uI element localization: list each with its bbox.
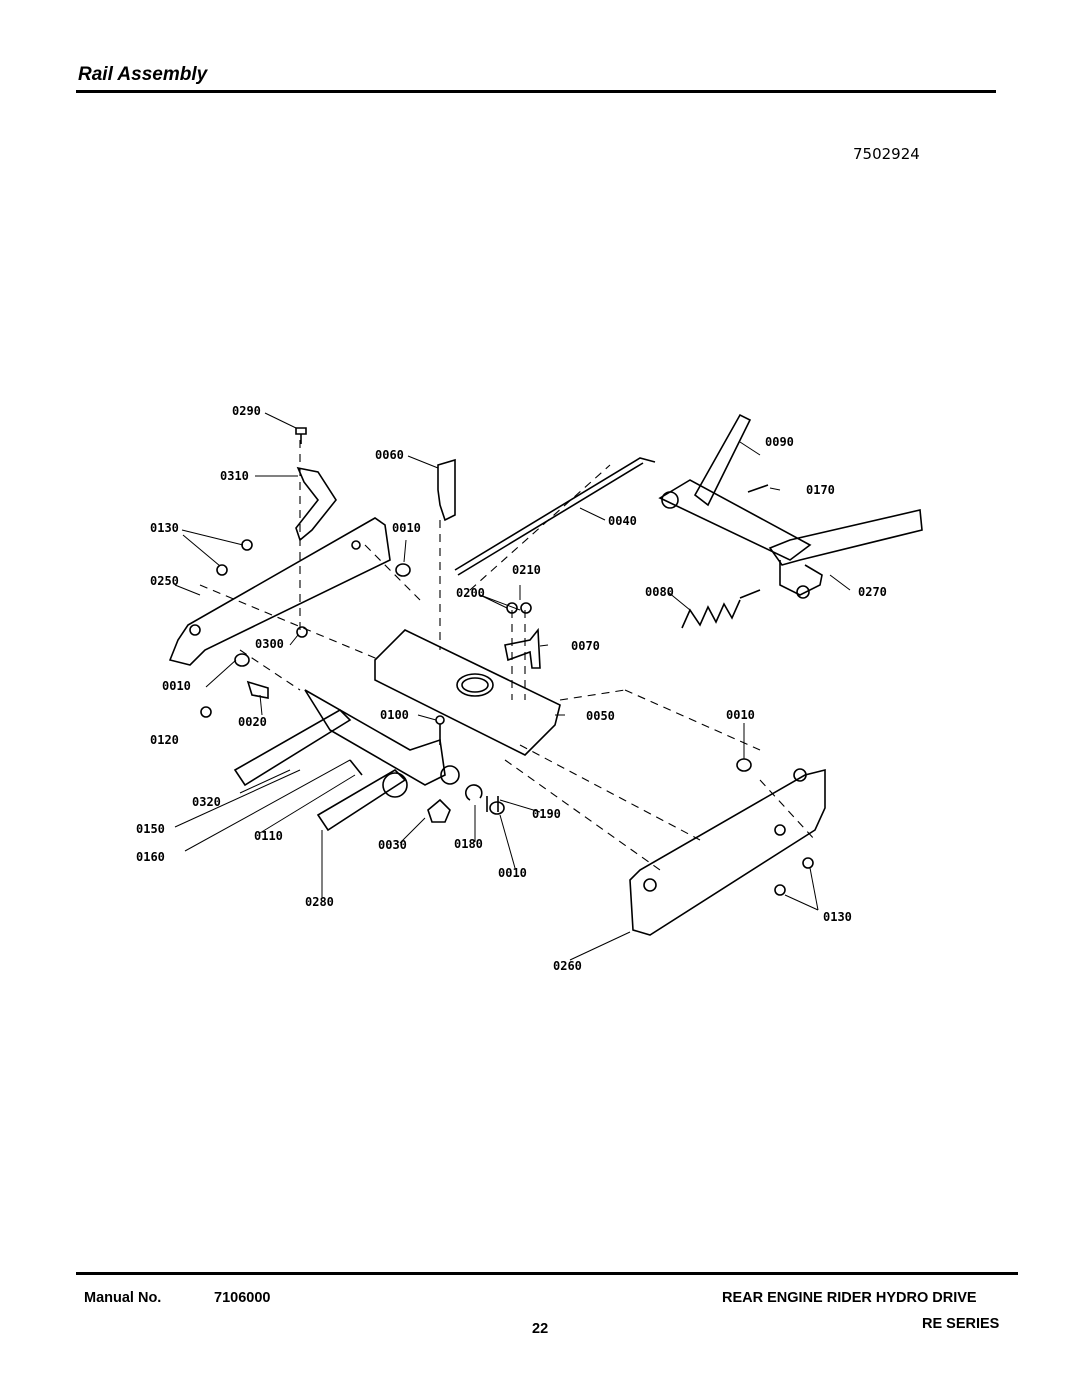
callout-0050: 0050	[586, 709, 615, 723]
callout-0040: 0040	[608, 514, 637, 528]
footer-rule	[76, 1272, 1018, 1275]
callout-0300: 0300	[255, 637, 284, 651]
callout-0080: 0080	[645, 585, 674, 599]
callout-0120: 0120	[150, 733, 179, 747]
callout-0130: 0130	[150, 521, 179, 535]
callout-0100: 0100	[380, 708, 409, 722]
callout-0210: 0210	[512, 563, 541, 577]
callout-0310: 0310	[220, 469, 249, 483]
callout-0160: 0160	[136, 850, 165, 864]
manual-number: 7106000	[214, 1290, 271, 1306]
callout-0060: 0060	[375, 448, 404, 462]
callout-0280: 0280	[305, 895, 334, 909]
callout-0190: 0190	[532, 807, 561, 821]
callout-0030: 0030	[378, 838, 407, 852]
product-name: REAR ENGINE RIDER HYDRO DRIVE	[722, 1290, 977, 1306]
callout-0260: 0260	[553, 959, 582, 973]
callout-0070: 0070	[571, 639, 600, 653]
drawing-number: 7502924	[853, 145, 920, 163]
callout-0200: 0200	[456, 586, 485, 600]
title-rule	[76, 90, 996, 93]
manual-label: Manual No.	[84, 1290, 162, 1306]
page-title: Rail Assembly	[78, 64, 208, 85]
callout-0250: 0250	[150, 574, 179, 588]
callout-0170: 0170	[806, 483, 835, 497]
callout-0010: 0010	[726, 708, 755, 722]
series-name: RE SERIES	[922, 1316, 1000, 1332]
callout-0020: 0020	[238, 715, 267, 729]
callout-0010: 0010	[162, 679, 191, 693]
page-number: 22	[532, 1321, 549, 1337]
callout-0010: 0010	[392, 521, 421, 535]
callout-0130: 0130	[823, 910, 852, 924]
callout-0090: 0090	[765, 435, 794, 449]
callout-0290: 0290	[232, 404, 261, 418]
callout-0010: 0010	[498, 866, 527, 880]
callout-0150: 0150	[136, 822, 165, 836]
callout-0180: 0180	[454, 837, 483, 851]
callout-0110: 0110	[254, 829, 283, 843]
callout-0320: 0320	[192, 795, 221, 809]
callout-0270: 0270	[858, 585, 887, 599]
